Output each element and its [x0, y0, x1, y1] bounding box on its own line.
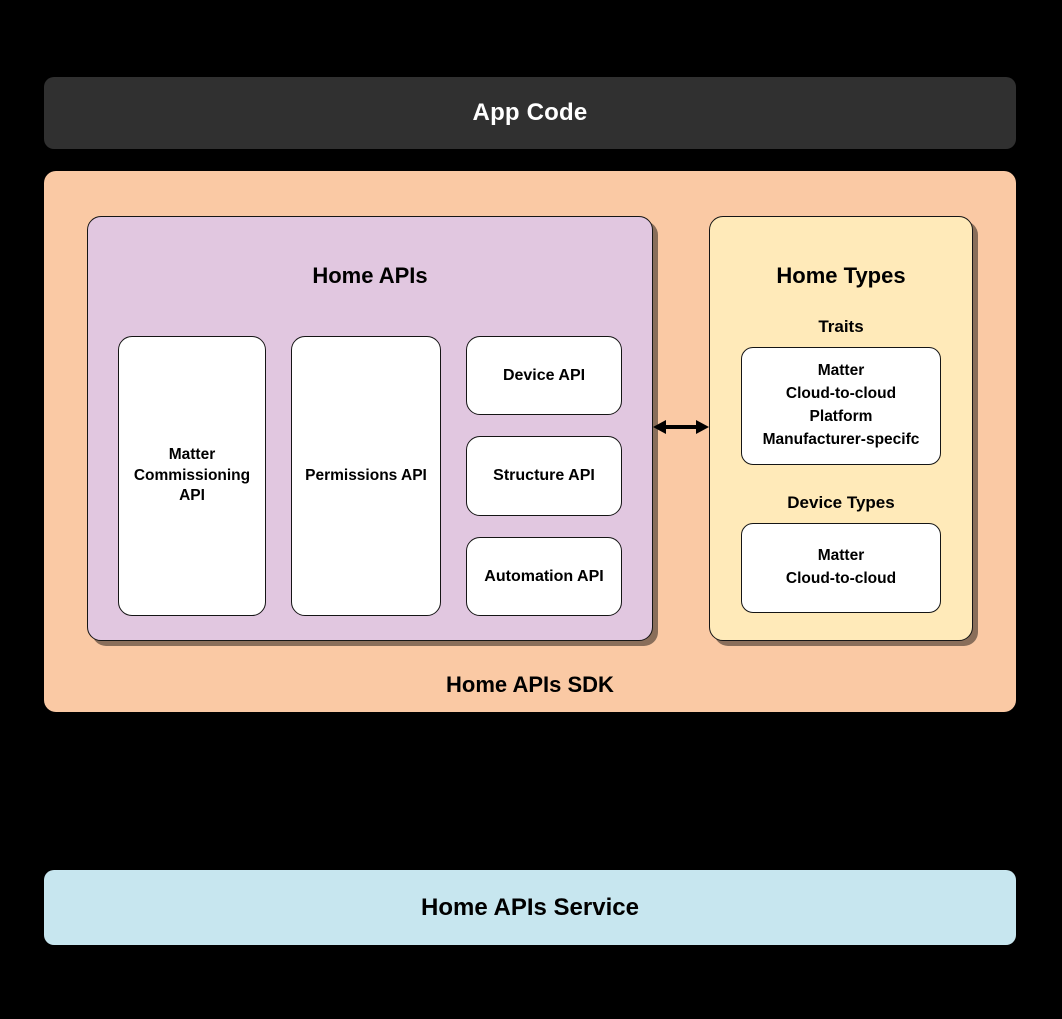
- structure-api-box[interactable]: Structure API: [466, 436, 622, 516]
- home-types-heading: Home Types: [776, 263, 906, 288]
- api-stack-column: Device API Structure API Automation API: [466, 336, 622, 616]
- device-types-label: Device Types: [787, 493, 895, 512]
- app-code-label: App Code: [472, 99, 588, 126]
- permissions-api-column: Permissions API: [291, 336, 441, 616]
- home-apis-service-label: Home APIs Service: [421, 893, 639, 921]
- traits-label: Traits: [818, 317, 864, 336]
- bidirectional-arrow-icon: [653, 414, 709, 440]
- permissions-api-box[interactable]: Permissions API: [291, 336, 441, 616]
- app-code-bar: App Code: [44, 77, 1016, 149]
- home-apis-heading: Home APIs: [312, 263, 428, 288]
- home-apis-service-bar: Home APIs Service: [44, 870, 1016, 945]
- home-apis-sdk-title: Home APIs SDK: [446, 672, 614, 697]
- automation-api-box[interactable]: Automation API: [466, 536, 622, 616]
- device-api-box[interactable]: Device API: [466, 336, 622, 416]
